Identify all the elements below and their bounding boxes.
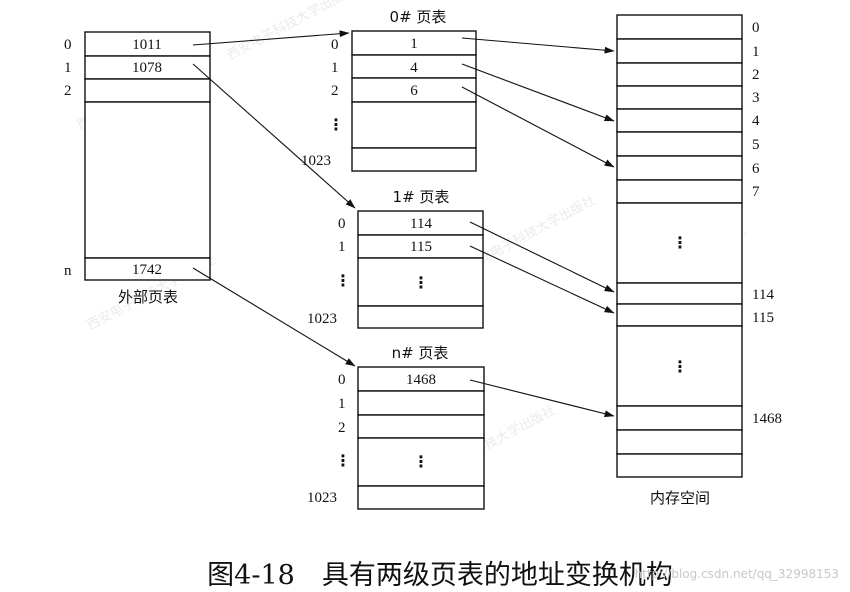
memory-block-label: 6 — [752, 161, 760, 177]
pt1-entry-1-value: 115 — [410, 239, 432, 255]
memory-space: ⋮ ⋮ 0 1 2 3 4 5 6 7 114 115 1468 内存空间 — [616, 14, 782, 507]
memory-ellipsis: ⋮ — [672, 357, 688, 376]
page-table-1-title: 1# 页表 — [393, 188, 450, 206]
watermark-text: 西安电子科技大学出版社 — [224, 0, 358, 64]
memory-block-label: 0 — [752, 20, 760, 36]
pt1-body-ellipsis: ⋮ — [413, 273, 429, 292]
outer-index-label: 2 — [64, 83, 72, 99]
arrow-pt1-1-to-mem-115 — [469, 245, 615, 314]
memory-block-label: 4 — [752, 113, 760, 129]
memory-ellipsis: ⋮ — [672, 233, 688, 252]
ptn-body-ellipsis: ⋮ — [413, 452, 429, 471]
memory-block-label: 114 — [752, 287, 774, 303]
pt0-index-label: 1 — [331, 60, 339, 76]
ptn-entry-2 — [357, 414, 485, 439]
arrow-outer-n-to-ptn — [192, 267, 356, 367]
pt0-index-label: 2 — [331, 83, 339, 99]
arrow-pt0-0-to-mem-1 — [461, 37, 615, 54]
ptn-entry-1 — [357, 390, 485, 416]
page-table-0: 0# 页表 1 4 6 0 1 2 ⋮ 1023 — [301, 8, 477, 172]
pt1-index-label: 0 — [338, 216, 346, 232]
memory-block-1468 — [616, 405, 743, 431]
arrow-layer — [192, 30, 615, 418]
source-watermark: http://blog.csdn.net/qq_32998153 — [635, 567, 839, 581]
watermark-text: 西安电子科技大学出版社 — [464, 192, 598, 273]
pt0-entry-2-value: 6 — [410, 83, 418, 99]
memory-block-3 — [616, 85, 743, 110]
pt0-entry-0-value: 1 — [410, 36, 418, 52]
pt1-entry-1023 — [357, 305, 484, 329]
memory-block-label: 115 — [752, 310, 774, 326]
memory-block-label: 7 — [752, 184, 760, 200]
outer-entry-2 — [84, 78, 211, 103]
memory-block-label: 3 — [752, 90, 760, 106]
pt1-index-label: 1 — [338, 239, 346, 255]
pt0-entry-2 — [351, 77, 477, 103]
arrow-pt0-1-to-mem-4 — [461, 63, 615, 122]
outer-entry-n — [84, 257, 211, 281]
memory-block-114 — [616, 282, 743, 305]
ptn-entry-1023 — [357, 485, 485, 510]
outer-index-label: n — [64, 263, 72, 279]
outer-table-caption: 外部页表 — [118, 288, 178, 306]
pt0-index-label: 0 — [331, 37, 339, 53]
pt0-entry-0 — [351, 30, 477, 56]
outer-entry-1-value: 1078 — [132, 60, 162, 76]
ptn-index-label: 1023 — [307, 490, 337, 506]
memory-block-label: 2 — [752, 67, 760, 83]
memory-block-1 — [616, 38, 743, 64]
ptn-entry-0-value: 1468 — [406, 372, 436, 388]
pt0-gap — [351, 101, 477, 149]
page-table-0-title: 0# 页表 — [390, 8, 447, 26]
outer-gap — [84, 101, 211, 259]
pt0-entry-1023 — [351, 147, 477, 172]
pt1-entry-0 — [357, 210, 484, 236]
ptn-entry-0 — [357, 366, 485, 392]
ptn-index-label: 1 — [338, 396, 346, 412]
pt1-entry-0-value: 114 — [410, 216, 432, 232]
ptn-index-ellipsis: ⋮ — [335, 451, 351, 470]
ptn-index-label: 2 — [338, 420, 346, 436]
memory-block-4 — [616, 108, 743, 133]
page-table-n-title: n# 页表 — [392, 344, 449, 362]
outer-entry-n-value: 1742 — [132, 262, 162, 278]
arrow-pt0-2-to-mem-6 — [461, 86, 615, 168]
memory-block-5 — [616, 131, 743, 157]
memory-block-label: 1 — [752, 44, 760, 60]
pt0-index-ellipsis: ⋮ — [328, 115, 344, 134]
arrow-ptn-0-to-mem-1468 — [469, 379, 615, 418]
outer-page-table: 1011 1078 1742 0 1 2 n 外部页表 — [64, 31, 211, 306]
memory-gap — [616, 202, 743, 284]
memory-block-2 — [616, 62, 743, 87]
memory-caption: 内存空间 — [650, 489, 710, 507]
arrow-outer-1-to-pt1 — [192, 63, 356, 209]
outer-index-label: 0 — [64, 37, 72, 53]
pt1-gap — [357, 257, 484, 307]
pt0-entry-1-value: 4 — [410, 60, 418, 76]
memory-block — [616, 453, 743, 478]
pt0-index-label: 1023 — [301, 153, 331, 169]
arrow-pt1-0-to-mem-114 — [469, 221, 615, 293]
memory-block-115 — [616, 303, 743, 327]
page-table-n: n# 页表 1468 ⋮ 0 1 2 ⋮ 1023 — [307, 344, 485, 510]
pt1-index-ellipsis: ⋮ — [335, 271, 351, 290]
pt1-index-label: 1023 — [307, 311, 337, 327]
page-table-1: 1# 页表 114 115 ⋮ 0 1 ⋮ 1023 — [307, 188, 484, 329]
arrow-outer-0-to-pt0 — [192, 30, 350, 46]
ptn-index-label: 0 — [338, 372, 346, 388]
memory-block-6 — [616, 155, 743, 181]
memory-block-0 — [616, 14, 743, 40]
outer-entry-0-value: 1011 — [132, 37, 161, 53]
memory-gap — [616, 325, 743, 407]
memory-block-label: 5 — [752, 137, 760, 153]
memory-block-7 — [616, 179, 743, 204]
figure-caption: 图4-18 具有两级页表的地址变换机构 — [207, 560, 673, 591]
memory-block-label: 1468 — [752, 411, 782, 427]
outer-index-label: 1 — [64, 60, 72, 76]
memory-block — [616, 429, 743, 455]
